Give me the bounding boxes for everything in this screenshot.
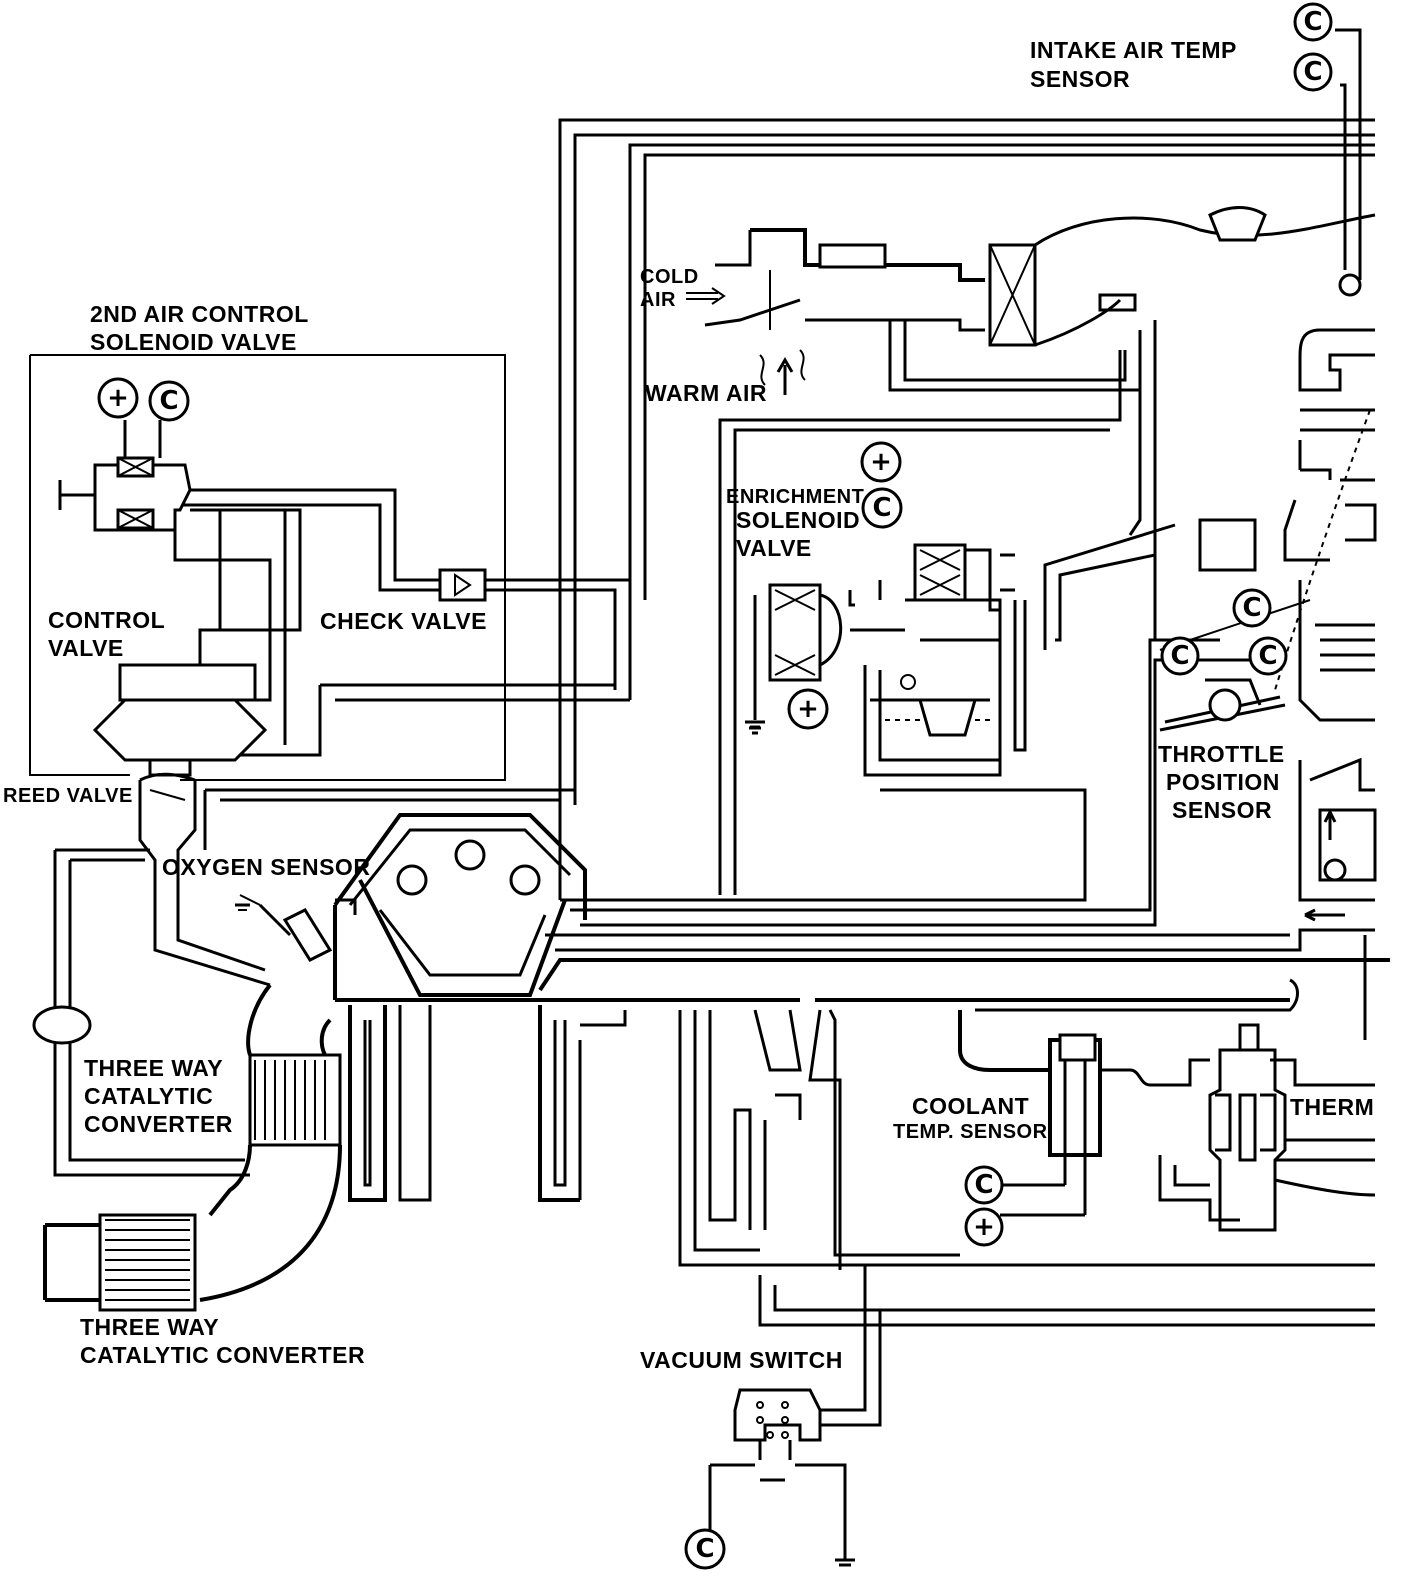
oxygen-sensor-label: OXYGEN SENSOR bbox=[162, 854, 370, 880]
svg-text:C: C bbox=[1303, 7, 1322, 37]
ground-icon bbox=[745, 720, 765, 735]
second-air-control-solenoid-valve-label: SOLENOID VALVE bbox=[90, 329, 297, 355]
warm-air-label: WARM AIR bbox=[645, 380, 767, 406]
intake-air-temp-sensor-label: INTAKE AIR TEMP bbox=[1030, 37, 1237, 63]
control-valve-label: CONTROL bbox=[48, 607, 165, 633]
intake-air-temp-sensor-label: SENSOR bbox=[1030, 66, 1130, 92]
svg-text:C: C bbox=[1258, 641, 1277, 671]
three-way-catalytic-converter-label: THREE WAY bbox=[80, 1314, 219, 1340]
throttle-position-sensor-label: POSITION bbox=[1166, 769, 1280, 795]
svg-text:C: C bbox=[1170, 641, 1189, 671]
check-valve-label: CHECK VALVE bbox=[320, 608, 487, 634]
common-terminal-icon: C bbox=[964, 1165, 1004, 1205]
cold-air-arrow-icon bbox=[686, 287, 726, 305]
three-way-catalytic-converter-label: CONVERTER bbox=[84, 1111, 233, 1137]
common-terminal-icon: C bbox=[1232, 588, 1272, 628]
throttle-position-sensor-label: THROTTLE bbox=[1158, 741, 1285, 767]
throttle-position-sensor-label: SENSOR bbox=[1172, 797, 1272, 823]
svg-text:C: C bbox=[1242, 593, 1261, 623]
positive-terminal-icon: + bbox=[860, 441, 902, 483]
enrichment-solenoid-valve-label: SOLENOID bbox=[736, 507, 860, 533]
positive-terminal-icon: + bbox=[787, 688, 829, 730]
svg-text:+: + bbox=[870, 447, 892, 477]
svg-text:+: + bbox=[973, 1212, 995, 1242]
common-terminal-icon: C bbox=[1160, 636, 1200, 676]
common-terminal-icon: C bbox=[684, 1528, 726, 1570]
svg-text:C: C bbox=[695, 1534, 714, 1564]
vacuum-switch-label: VACUUM SWITCH bbox=[640, 1347, 843, 1373]
three-way-catalytic-converter-label: CATALYTIC CONVERTER bbox=[80, 1342, 365, 1368]
enrichment-solenoid-valve-label: VALVE bbox=[736, 535, 812, 561]
positive-terminal-icon: + bbox=[964, 1207, 1004, 1247]
three-way-catalytic-converter-label: CATALYTIC bbox=[84, 1083, 213, 1109]
svg-text:+: + bbox=[797, 694, 819, 724]
thermostat-label: THERM bbox=[1290, 1094, 1374, 1120]
reed-valve-label: REED VALVE bbox=[3, 785, 133, 807]
terminal-symbols: C C + C + C + C C C C + C bbox=[97, 2, 1333, 1570]
common-terminal-icon: C bbox=[1293, 52, 1333, 92]
svg-text:C: C bbox=[974, 1170, 993, 1200]
second-air-control-solenoid-valve-label: 2ND AIR CONTROL bbox=[90, 301, 309, 327]
svg-text:+: + bbox=[107, 383, 129, 413]
svg-text:C: C bbox=[1303, 57, 1322, 87]
control-valve-label: VALVE bbox=[48, 635, 124, 661]
positive-terminal-icon: + bbox=[97, 377, 139, 419]
cold-air-label: AIR bbox=[640, 289, 676, 311]
common-terminal-icon: C bbox=[148, 380, 190, 422]
svg-text:C: C bbox=[872, 493, 891, 523]
common-terminal-icon: C bbox=[861, 487, 903, 529]
svg-text:C: C bbox=[159, 386, 178, 416]
component-labels: INTAKE AIR TEMP SENSOR 2ND AIR CONTROL S… bbox=[3, 37, 1374, 1373]
three-way-catalytic-converter-label: THREE WAY bbox=[84, 1055, 223, 1081]
coolant-temp-sensor-label: COOLANT bbox=[912, 1093, 1029, 1119]
common-terminal-icon: C bbox=[1248, 636, 1288, 676]
common-terminal-icon: C bbox=[1293, 2, 1333, 42]
coolant-temp-sensor-label: TEMP. SENSOR bbox=[893, 1121, 1048, 1143]
enrichment-solenoid-valve-label: ENRICHMENT bbox=[726, 486, 864, 508]
cold-air-label: COLD bbox=[640, 266, 699, 288]
